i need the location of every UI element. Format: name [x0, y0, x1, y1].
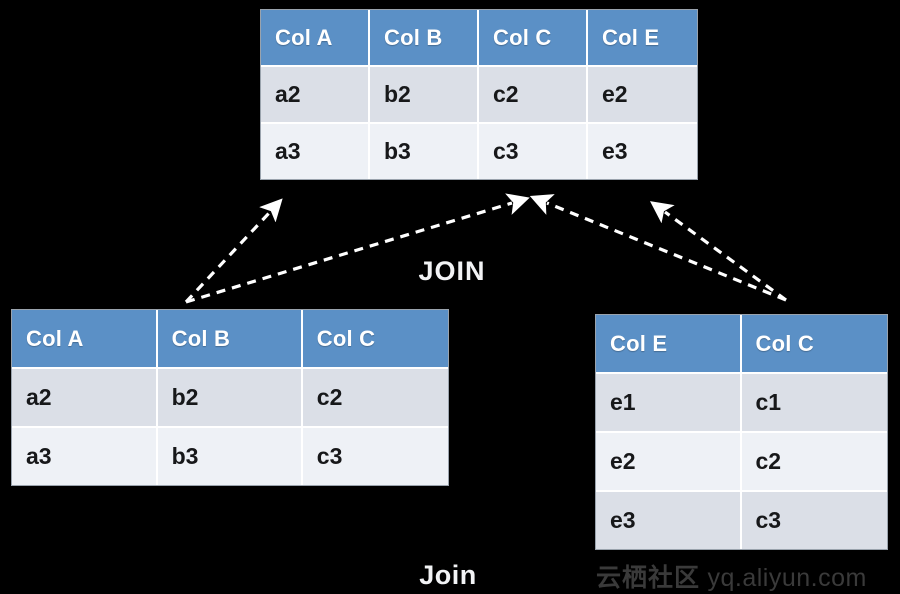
table-cell: b2: [370, 67, 479, 124]
table-cell: a2: [12, 369, 158, 428]
table-cell: c2: [302, 369, 448, 428]
column-header-col-a: Col A: [261, 10, 370, 67]
column-header-col-e: Col E: [588, 10, 697, 67]
table-cell: e3: [596, 492, 742, 549]
join-result-table: Col A Col B Col C Col E a2 b2 c2 e2 a3 b…: [261, 10, 697, 179]
table-cell: c3: [302, 428, 448, 485]
table-cell: b3: [370, 124, 479, 179]
table-header-row: Col A Col B Col C: [12, 310, 448, 369]
table-cell: a2: [261, 67, 370, 124]
table-row: e1 c1: [596, 374, 887, 433]
table-row: a2 b2 c2 e2: [261, 67, 697, 124]
table-cell: e2: [596, 433, 742, 492]
table-cell: e1: [596, 374, 742, 433]
table-cell: a3: [261, 124, 370, 179]
column-header-col-e: Col E: [596, 315, 742, 374]
table-cell: b2: [157, 369, 303, 428]
table-cell: c3: [741, 492, 887, 549]
table-row: a3 b3 c3 e3: [261, 124, 697, 179]
left-source-table: Col A Col B Col C a2 b2 c2 a3 b3 c3: [12, 310, 448, 485]
arrow-left-to-result-colc: [185, 193, 530, 304]
table-cell: b3: [157, 428, 303, 485]
watermark: 云栖社区 yq.aliyun.com: [596, 558, 867, 594]
watermark-cn-text: 云栖社区: [596, 563, 701, 592]
table-cell: c2: [741, 433, 887, 492]
table-row: e3 c3: [596, 492, 887, 549]
column-header-col-c: Col C: [302, 310, 448, 369]
join-label-bottom: Join: [419, 560, 477, 590]
table-cell: c2: [479, 67, 588, 124]
table-header-row: Col E Col C: [596, 315, 887, 374]
table-cell: a3: [12, 428, 158, 485]
column-header-col-b: Col B: [370, 10, 479, 67]
table-cell: e3: [588, 124, 697, 179]
table-cell: e2: [588, 67, 697, 124]
column-header-col-b: Col B: [157, 310, 303, 369]
column-header-col-c: Col C: [741, 315, 887, 374]
table-header-row: Col A Col B Col C Col E: [261, 10, 697, 67]
table-row: e2 c2: [596, 433, 887, 492]
watermark-url-text: yq.aliyun.com: [707, 564, 867, 592]
table-row: a2 b2 c2: [12, 369, 448, 428]
column-header-col-a: Col A: [12, 310, 158, 369]
table-cell: c3: [479, 124, 588, 179]
right-source-table: Col E Col C e1 c1 e2 c2 e3 c3: [596, 315, 887, 549]
table-row: a3 b3 c3: [12, 428, 448, 485]
table-cell: c1: [741, 374, 887, 433]
column-header-col-c: Col C: [479, 10, 588, 67]
join-label-middle: JOIN: [418, 256, 486, 286]
